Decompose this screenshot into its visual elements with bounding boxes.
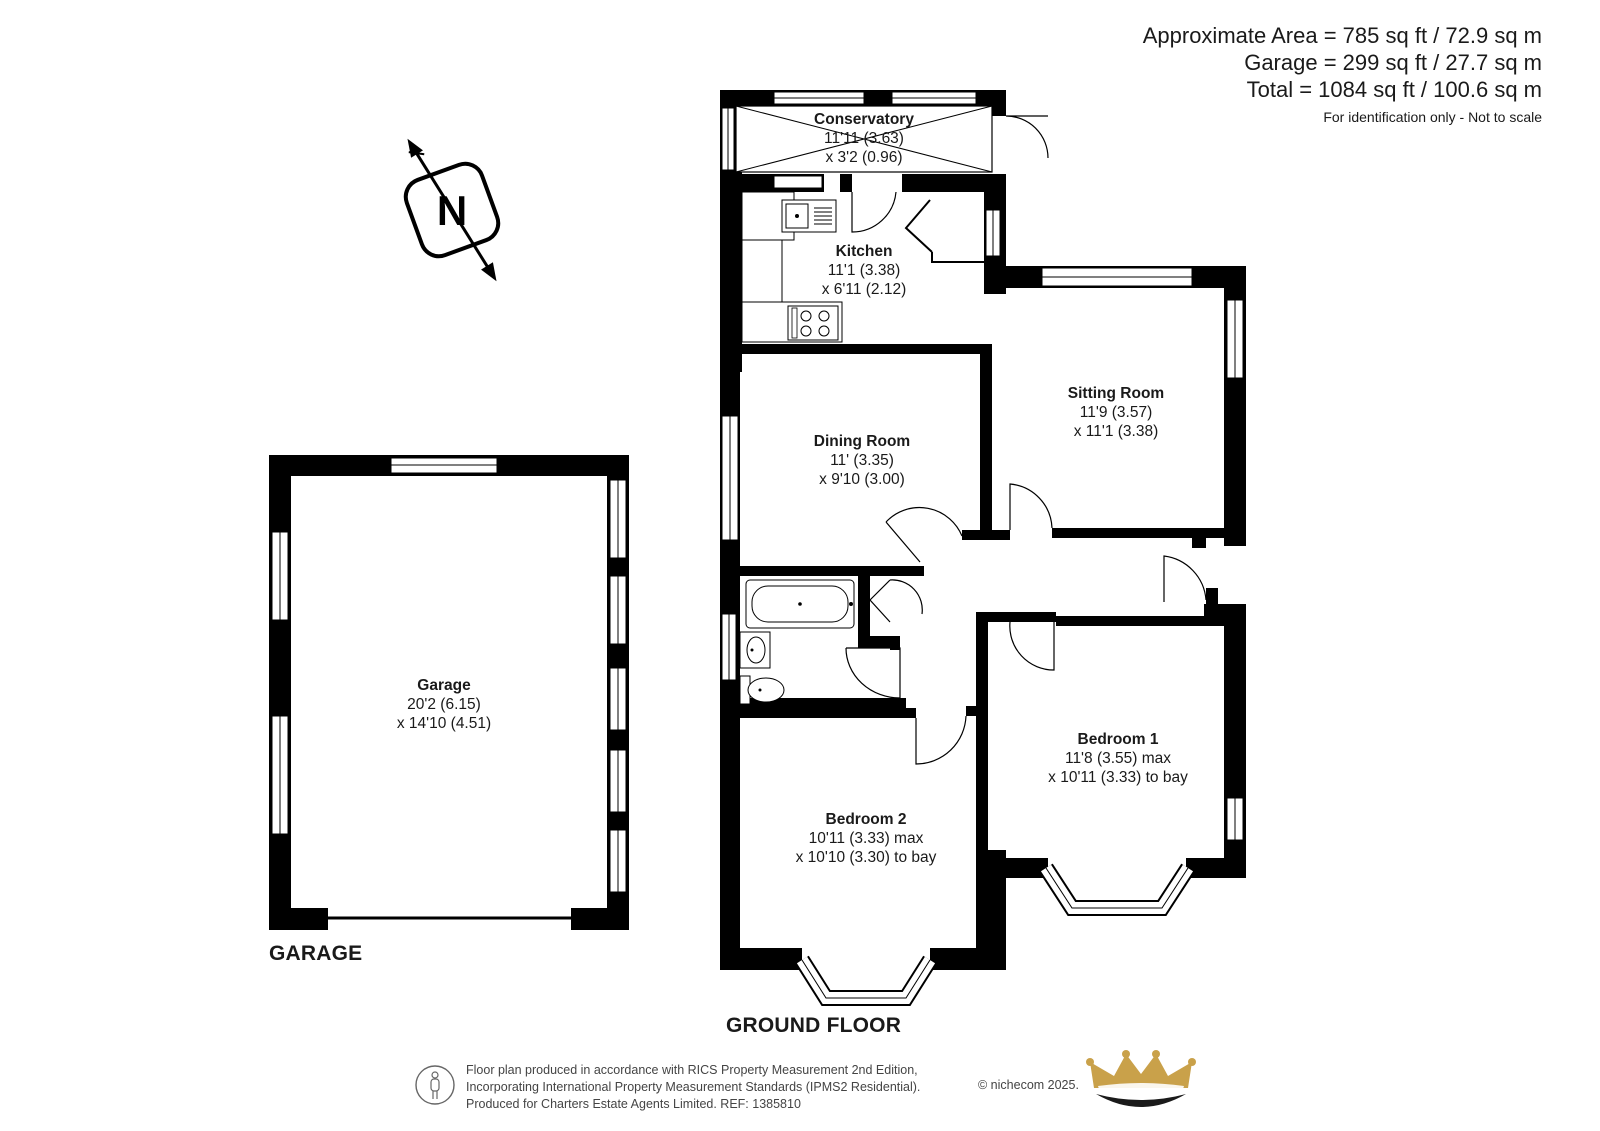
room-label-kitchen: Kitchen 11'1 (3.38) x 6'11 (2.12) xyxy=(822,242,907,299)
person-icon xyxy=(415,1065,455,1105)
front-door-swing xyxy=(1163,555,1207,602)
basin-icon xyxy=(739,631,771,669)
area-summary: Approximate Area = 785 sq ft / 72.9 sq m… xyxy=(1143,22,1542,125)
room-label-dining-room: Dining Room 11' (3.35) x 9'10 (3.00) xyxy=(814,432,910,489)
house-structure xyxy=(720,90,1246,1006)
dining-sitting-wall xyxy=(980,344,992,530)
garage-wall-bottom-right xyxy=(571,908,629,930)
room-name: Dining Room xyxy=(813,433,911,450)
room-dim: x 9'10 (3.00) xyxy=(819,471,905,488)
room-dim: 10'11 (3.33) max xyxy=(808,830,924,847)
room-dim: x 11'1 (3.38) xyxy=(1073,423,1159,440)
room-name: Garage xyxy=(417,677,471,694)
room-dim: 11' (3.35) xyxy=(830,452,894,469)
garage-structure xyxy=(269,455,629,930)
toilet-icon xyxy=(739,675,785,705)
kitchen-door-swing xyxy=(851,191,897,233)
footer-line-3: Produced for Charters Estate Agents Limi… xyxy=(466,1097,801,1111)
bedroom1-door-swing xyxy=(1009,621,1055,671)
room-name: Sitting Room xyxy=(1067,385,1165,402)
identification-note: For identification only - Not to scale xyxy=(1323,109,1542,125)
room-dim: x 10'10 (3.30) to bay xyxy=(795,849,937,866)
kitchen-wall-left xyxy=(720,172,742,372)
room-dim: 11'8 (3.55) max xyxy=(1064,750,1172,767)
room-dim: x 14'10 (4.51) xyxy=(396,715,492,732)
sitting-door-swing xyxy=(1009,483,1053,530)
room-label-garage: Garage 20'2 (6.15) x 14'10 (4.51) xyxy=(397,676,491,733)
compass-letter: N xyxy=(437,187,467,234)
bedroom2-bay-window xyxy=(795,955,937,1006)
room-dim: 20'2 (6.15) xyxy=(407,696,481,713)
room-label-bedroom-2: Bedroom 2 10'11 (3.33) max x 10'10 (3.30… xyxy=(796,810,937,867)
room-name: Kitchen xyxy=(835,243,893,260)
garage-area: Garage = 299 sq ft / 27.7 sq m xyxy=(1244,50,1542,75)
room-name: Bedroom 1 xyxy=(1077,731,1159,748)
garage-wall-left xyxy=(269,455,291,930)
bedroom1-bay-window xyxy=(1039,863,1195,916)
footer-text: Floor plan produced in accordance with R… xyxy=(466,1062,920,1113)
dining-door-swing xyxy=(885,506,963,563)
conservatory-door-swing xyxy=(1005,115,1049,159)
total-area: Total = 1084 sq ft / 100.6 sq m xyxy=(1246,77,1542,102)
room-label-bedroom-1: Bedroom 1 11'8 (3.55) max x 10'11 (3.33)… xyxy=(1048,730,1188,787)
bathroom-door-swing xyxy=(845,647,901,699)
footer-line-2: Incorporating International Property Mea… xyxy=(466,1080,921,1094)
conservatory-roof xyxy=(735,105,993,173)
cupboard-door-swing xyxy=(869,579,923,623)
room-label-sitting-room: Sitting Room 11'9 (3.57) x 11'1 (3.38) xyxy=(1068,384,1164,441)
north-arrow-icon: N xyxy=(403,138,501,282)
bedroom2-door-swing xyxy=(915,715,967,765)
bedroom1-wall-top xyxy=(1056,616,1206,626)
room-dim: x 10'11 (3.33) to bay xyxy=(1048,769,1188,786)
kitchen-dining-wall xyxy=(720,344,992,354)
room-dim: 11'9 (3.57) xyxy=(1079,404,1153,421)
bath-icon xyxy=(745,579,855,629)
bedroom2-wall-right xyxy=(976,612,988,970)
footer-copyright: © nichecom 2025. xyxy=(978,1078,1079,1092)
approximate-area: Approximate Area = 785 sq ft / 72.9 sq m xyxy=(1142,23,1542,48)
garage-wall-bottom-left xyxy=(269,908,328,930)
room-dim: 11'11 (3.63) xyxy=(824,130,904,147)
room-name: Conservatory xyxy=(814,111,914,128)
room-label-conservatory: Conservatory 11'11 (3.63) x 3'2 (0.96) xyxy=(814,110,914,167)
bedroom2-wall-left xyxy=(720,708,740,970)
room-dim: x 3'2 (0.96) xyxy=(825,149,903,166)
floor-label-ground-floor: GROUND FLOOR xyxy=(726,1014,902,1037)
crown-logo-icon xyxy=(1086,1050,1196,1107)
sink-icon xyxy=(781,199,837,233)
floor-label-garage: GARAGE xyxy=(269,942,363,965)
hob-icon xyxy=(787,305,839,341)
footer-line-1: Floor plan produced in accordance with R… xyxy=(466,1063,918,1077)
room-dim: x 6'11 (2.12) xyxy=(821,281,907,298)
room-dim: 11'1 (3.38) xyxy=(827,262,901,279)
room-name: Bedroom 2 xyxy=(825,811,907,828)
